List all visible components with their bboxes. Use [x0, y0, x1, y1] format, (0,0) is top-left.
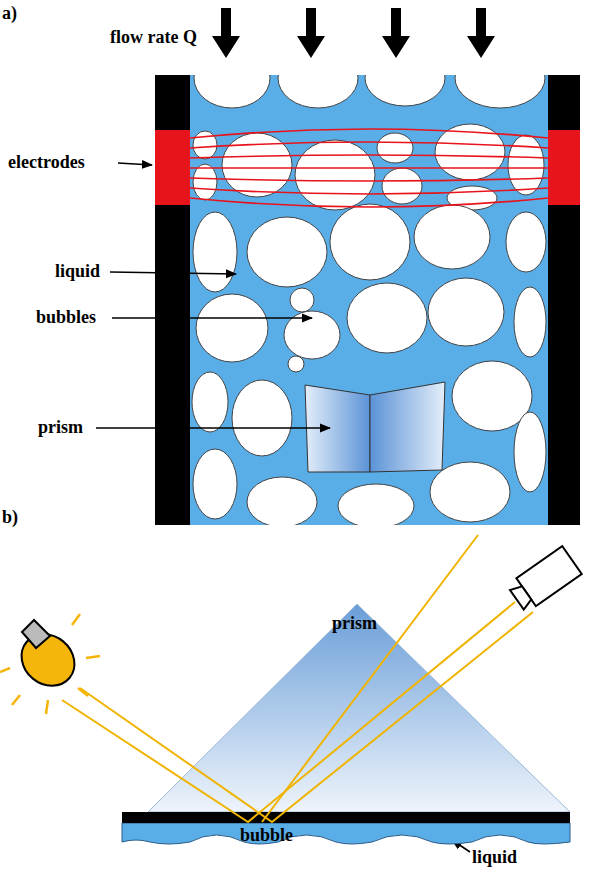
bubble-shape [338, 484, 414, 525]
bubble-shape [278, 75, 358, 108]
prism-a [305, 382, 445, 472]
bubble-shape [232, 380, 292, 456]
field-line [190, 178, 548, 181]
bubble-shape [295, 140, 375, 210]
bubble-shape [430, 462, 510, 522]
bubble-shape [330, 204, 410, 280]
flow-arrows [212, 8, 495, 58]
field-line [190, 188, 548, 194]
bubble-shape [377, 133, 413, 163]
field-line [190, 198, 548, 207]
lamp [0, 614, 100, 714]
bubble-shape [428, 278, 504, 346]
bubble-shape [247, 217, 327, 287]
panel-label: a) [2, 4, 17, 24]
field-line [190, 155, 548, 158]
bubble-shape [196, 294, 268, 362]
bubble-shape [247, 477, 317, 525]
bubble-shape [222, 133, 292, 197]
bubble-shape [288, 356, 304, 372]
bubble-shape [455, 75, 545, 108]
bubble-shape [194, 75, 270, 108]
bubble-shape [192, 372, 228, 432]
panel-label: b) [2, 508, 18, 528]
bubble-shape [508, 135, 544, 195]
bubble-shape [193, 212, 237, 292]
bubble-shape [193, 449, 237, 519]
part-label: prism [332, 614, 377, 634]
flow-label: flow rate Q [110, 28, 197, 48]
bubble-shape [290, 288, 314, 312]
part-label: prism [38, 418, 83, 438]
foam-column [155, 48, 580, 528]
part-label: liquid [55, 262, 100, 282]
optics [0, 535, 582, 844]
bubble-shape [365, 75, 445, 106]
bubble-shape [514, 412, 546, 492]
field-line [190, 142, 548, 148]
bubble-shape [514, 287, 546, 357]
bubble-shape [193, 164, 217, 200]
bubble-shape [382, 168, 422, 204]
part-label: bubbles [36, 308, 96, 328]
field-line [190, 129, 548, 138]
bubble-shape [347, 283, 427, 353]
part-label: electrodes [8, 153, 85, 173]
bubble-shape [506, 212, 546, 272]
part-label: bubble [240, 826, 293, 846]
part-label: liquid [472, 848, 517, 868]
bubble-shape [414, 205, 490, 269]
camera [507, 546, 582, 613]
field-line [190, 167, 548, 169]
